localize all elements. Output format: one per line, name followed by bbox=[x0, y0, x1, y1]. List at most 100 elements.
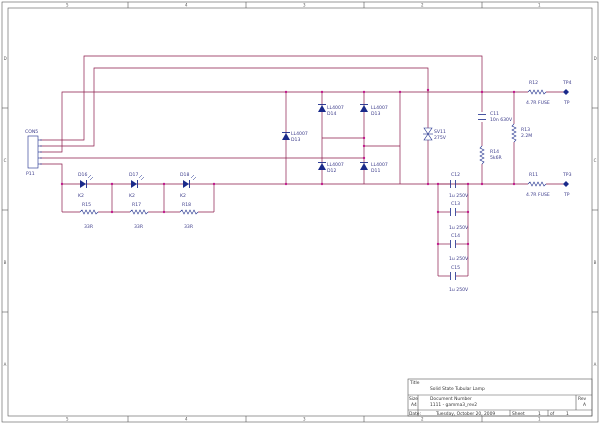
resistor-r11-ref: R11 bbox=[529, 172, 538, 178]
diode-d12-ref: D12 bbox=[327, 168, 336, 174]
connector-name: P11 bbox=[26, 171, 35, 177]
title-block bbox=[407, 378, 593, 417]
col-bottom-1: 1 bbox=[538, 417, 541, 422]
resistor-r11-value: 4.7R FUSE bbox=[526, 192, 550, 198]
capacitor-c15-ref: C15 bbox=[451, 265, 460, 271]
date-value: Tuesday, October 20, 2009 bbox=[435, 411, 495, 417]
row-left-c: C bbox=[4, 158, 7, 163]
row-right-b: B bbox=[594, 260, 597, 265]
diode-d11-ref: D11 bbox=[371, 168, 380, 174]
led-d18-sub: K2 bbox=[180, 193, 186, 199]
title-value: Solid State Tubular Lamp bbox=[430, 386, 485, 392]
resistor-r17-value: 33R bbox=[134, 224, 144, 230]
capacitor-c12-value: 1u 250V bbox=[449, 193, 469, 199]
sheet-label: Sheet bbox=[512, 411, 525, 417]
varistor-value: 275V bbox=[434, 135, 447, 141]
varistor-sv11: SV11 275V bbox=[423, 127, 447, 141]
row-right-c: C bbox=[594, 158, 597, 163]
docnum-value: 1111 - gamma3_rev2 bbox=[430, 402, 477, 408]
col-bottom-4: 4 bbox=[185, 417, 188, 422]
capacitor-c14: C14 1u 250V bbox=[446, 233, 469, 262]
col-top-3: 3 bbox=[303, 3, 306, 8]
row-left-d: D bbox=[4, 56, 7, 61]
tp4-net: TP bbox=[563, 100, 570, 106]
capacitor-c12: C12 1u 250V bbox=[438, 172, 469, 199]
capacitor-c13-ref: C13 bbox=[451, 201, 460, 207]
resistor-r13: R13 2.2M bbox=[511, 123, 532, 143]
row-right-d: D bbox=[594, 56, 597, 61]
rev-label: Rev bbox=[578, 396, 587, 402]
diode-left-d13: LL4007 D13 bbox=[282, 131, 308, 143]
capacitor-c13-value: 1u 250V bbox=[449, 225, 469, 231]
resistor-r11: R11 4.7R FUSE bbox=[526, 172, 550, 198]
resistor-r15-ref: R15 bbox=[82, 202, 91, 208]
led-d16-ref: D16 bbox=[78, 172, 87, 178]
col-top-2: 2 bbox=[421, 3, 424, 8]
varistor-ref: SV11 bbox=[434, 129, 446, 135]
led-d16-sub: K2 bbox=[78, 193, 84, 199]
row-left-b: B bbox=[4, 260, 7, 265]
resistor-r14: R14 5k6R bbox=[479, 145, 503, 165]
diode-d14-part: LL4007 bbox=[327, 105, 344, 111]
resistor-r14-ref: R14 bbox=[490, 149, 499, 155]
diode-d12: LL4007 D12 bbox=[318, 162, 344, 174]
capacitor-c11-value: 10n 630V bbox=[490, 117, 513, 123]
docnum-label: Document Number bbox=[430, 396, 472, 402]
led-d17-sub: K2 bbox=[129, 193, 135, 199]
title-label: Title bbox=[409, 380, 420, 386]
capacitor-c13: C13 1u 250V bbox=[446, 201, 469, 231]
led-d16: D16 K2 bbox=[78, 172, 94, 199]
capacitor-c15-value: 1u 250V bbox=[449, 287, 469, 293]
resistor-r17: R17 33R bbox=[129, 202, 149, 230]
resistor-r12: R12 4.7R FUSE bbox=[526, 80, 550, 106]
resistor-r15: R15 33R bbox=[79, 202, 99, 230]
capacitor-c12-ref: C12 bbox=[451, 172, 460, 178]
col-bottom-5: 5 bbox=[66, 417, 69, 422]
resistor-r18-value: 33R bbox=[184, 224, 194, 230]
led-d18-ref: D18 bbox=[180, 172, 189, 178]
diode-d11: LL4007 D11 bbox=[360, 162, 388, 174]
row-left-a: A bbox=[4, 362, 7, 367]
diode-d14: LL4007 D14 bbox=[318, 104, 344, 117]
col-top-4: 4 bbox=[185, 3, 188, 8]
resistor-r13-ref: R13 bbox=[521, 127, 530, 133]
size-value: A4 bbox=[411, 402, 417, 408]
frame-labels: 5 4 3 2 1 5 4 3 2 1 D C B A D C B A bbox=[4, 3, 597, 422]
testpoint-tp3: TP3 TP bbox=[562, 172, 572, 198]
capacitor-c14-ref: C14 bbox=[451, 233, 460, 239]
of-value: 1 bbox=[566, 411, 569, 417]
resistor-r12-ref: R12 bbox=[529, 80, 538, 86]
of-label: of bbox=[550, 411, 555, 417]
diode-d13-part: LL4007 bbox=[371, 105, 388, 111]
tp4-ref: TP4 bbox=[562, 80, 572, 86]
led-d18: D18 K2 bbox=[180, 172, 197, 199]
led-d17-ref: D17 bbox=[129, 172, 138, 178]
col-bottom-3: 3 bbox=[303, 417, 306, 422]
size-label: Size bbox=[409, 396, 418, 402]
capacitor-c11-ref: C11 bbox=[490, 111, 499, 117]
title-block-text: Title Solid State Tubular Lamp Size A4 D… bbox=[409, 380, 587, 417]
col-top-1: 1 bbox=[538, 3, 541, 8]
resistor-r18: R18 33R bbox=[179, 202, 199, 230]
rev-value: A bbox=[583, 402, 586, 408]
date-label: Date: bbox=[409, 411, 421, 417]
connector-ref: CON5 bbox=[25, 129, 38, 135]
diode-d13: LL4007 D13 bbox=[360, 104, 388, 117]
resistor-r15-value: 33R bbox=[84, 224, 94, 230]
resistor-r17-ref: R17 bbox=[132, 202, 141, 208]
resistor-r13-value: 2.2M bbox=[521, 133, 532, 139]
diode-left-ref: D13 bbox=[291, 137, 300, 143]
diode-d12-part: LL4007 bbox=[327, 162, 344, 168]
testpoint-tp4: TP4 TP bbox=[562, 80, 572, 106]
capacitor-c11: C11 10n 630V bbox=[478, 111, 513, 123]
diode-d14-ref: D14 bbox=[327, 111, 336, 117]
resistor-r14-value: 5k6R bbox=[490, 155, 503, 161]
junctions bbox=[60, 88, 516, 246]
tp3-ref: TP3 bbox=[562, 172, 572, 178]
resistor-r12-value: 4.7R FUSE bbox=[526, 100, 550, 106]
diode-d11-part: LL4007 bbox=[371, 162, 388, 168]
sheet-value: 1 bbox=[538, 411, 541, 417]
